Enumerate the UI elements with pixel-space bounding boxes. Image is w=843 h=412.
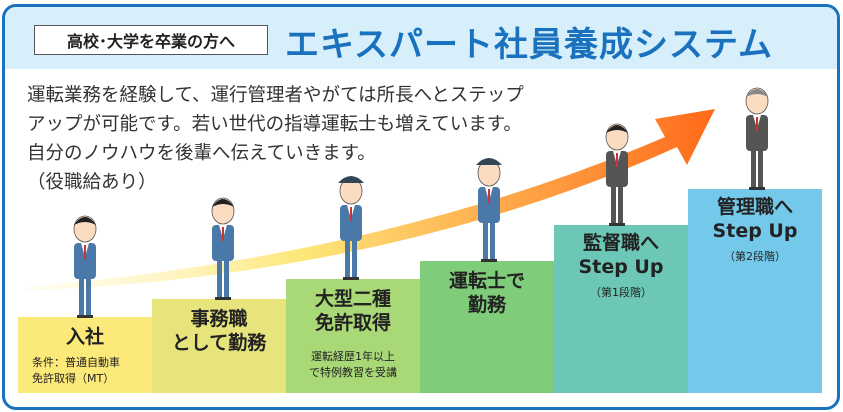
step-note: で特例教習を受講 [309, 366, 397, 379]
step-office: 事務職として勤務 [152, 299, 286, 393]
step-label: 入社 [65, 326, 104, 348]
intro-text: 運転業務を経験して、運行管理者やがては所長へとステップ アップが可能です。若い世… [27, 81, 524, 197]
step-note: （第2段階） [724, 250, 786, 263]
intro-line: 運転業務を経験して、運行管理者やがては所長へとステップ [27, 85, 524, 106]
step-entry: 入社条件：普通自動車免許取得（MT） [18, 317, 152, 393]
step-label: 管理職へ [716, 196, 793, 218]
people-illustrations [73, 87, 769, 318]
intro-line: 自分のノウハウを後輩へ伝えていきます。 [27, 143, 376, 164]
step-note: 運転経歴1年以上 [311, 350, 395, 363]
page-title: エキスパート社員養成システム [285, 25, 773, 65]
step-label: 監督職へ [582, 232, 659, 254]
person-icon [605, 123, 629, 226]
step-label: 大型二種 [314, 288, 391, 310]
person-icon [745, 87, 769, 190]
step-label: Step Up [578, 256, 664, 278]
step-license: 大型二種免許取得運転経歴1年以上で特例教習を受講 [286, 279, 420, 393]
step-label: Step Up [712, 220, 798, 242]
step-label: 免許取得 [314, 312, 391, 334]
intro-line: アップが可能です。若い世代の指導運転士も増えています。 [27, 114, 522, 135]
step-label: として勤務 [171, 332, 267, 354]
person-icon [338, 176, 364, 280]
person-icon [476, 158, 502, 262]
step-label: 勤務 [467, 294, 506, 316]
step-note: 免許取得（MT） [32, 372, 115, 385]
step-label: 運転士で [448, 270, 525, 292]
intro-line: （役職給あり） [27, 172, 157, 193]
audience-tag: 高校･大学を卒業の方へ [34, 25, 268, 55]
step-driver: 運転士で勤務 [420, 261, 554, 393]
person-icon [211, 197, 235, 300]
step-label: 事務職 [190, 308, 248, 330]
person-icon [73, 215, 97, 318]
step-note: 条件：普通自動車 [32, 356, 120, 369]
banner-frame: 高校･大学を卒業の方へ エキスパート社員養成システム 運転業務を経験して、運行管… [2, 4, 840, 410]
header-band: 高校･大学を卒業の方へ エキスパート社員養成システム [5, 7, 837, 69]
step-note: （第1段階） [590, 286, 652, 299]
